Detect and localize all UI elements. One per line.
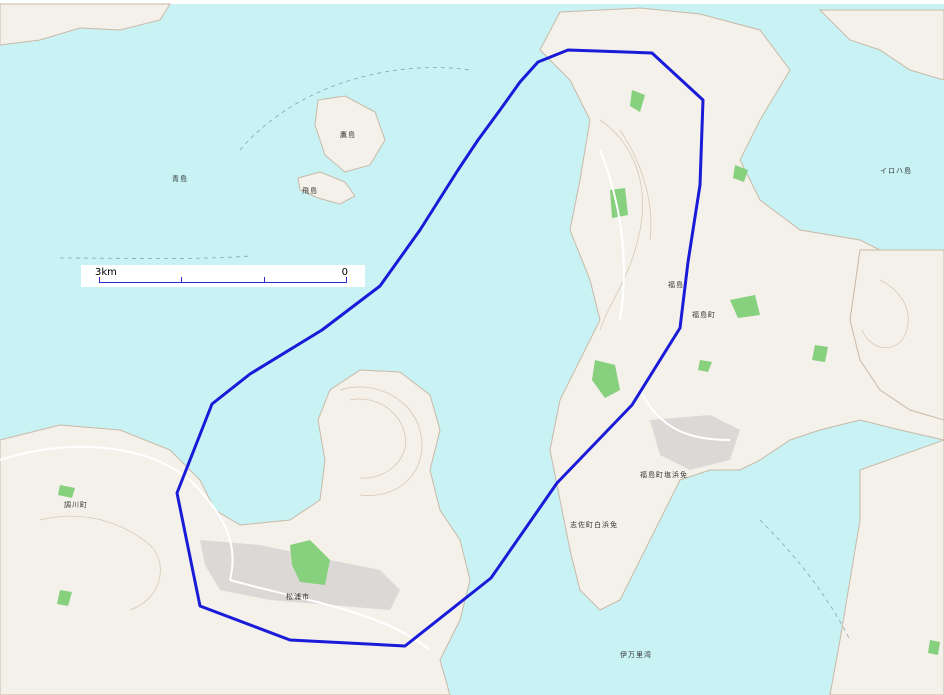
survey-boundary-line — [175, 48, 705, 648]
map-label: 青島 — [172, 175, 188, 183]
scale-bar-tick — [181, 277, 182, 282]
scale-bar-tick — [264, 277, 265, 282]
land-southeast — [829, 439, 944, 695]
land-northeast — [818, 9, 944, 81]
roads — [0, 149, 731, 651]
scale-bar-tick — [99, 277, 100, 282]
urban-fukushima — [650, 415, 740, 470]
land-island-top-left — [0, 3, 171, 46]
map-label: 志佐町白浜免 — [570, 521, 618, 529]
land-east-island — [849, 249, 944, 421]
map-label: 伊万里湾 — [620, 651, 652, 659]
forest-patches — [57, 90, 940, 655]
scale-bar-right-label: 0 — [341, 267, 348, 278]
land-matsuura-mainland — [0, 369, 471, 695]
map-label: 松浦市 — [286, 593, 310, 601]
scale-bar-line — [99, 282, 347, 283]
land-island-small-2 — [297, 171, 356, 205]
land-island-small-1 — [314, 95, 386, 173]
scale-bar: 3km 0 — [81, 265, 365, 287]
sea-routes — [59, 67, 851, 641]
map-label: 福島町塩浜免 — [640, 471, 688, 479]
map-label: 鷹島 — [340, 131, 356, 139]
scale-bar-tick — [346, 277, 347, 282]
map-label: 調川町 — [64, 501, 88, 509]
map-label: 福島 — [668, 281, 684, 289]
map-label: 飛島 — [302, 187, 318, 195]
scale-bar-left-label: 3km — [95, 267, 117, 278]
map-label: イロハ島 — [880, 167, 912, 175]
map-label: 福島町 — [692, 311, 716, 319]
contour-lines — [39, 119, 909, 611]
